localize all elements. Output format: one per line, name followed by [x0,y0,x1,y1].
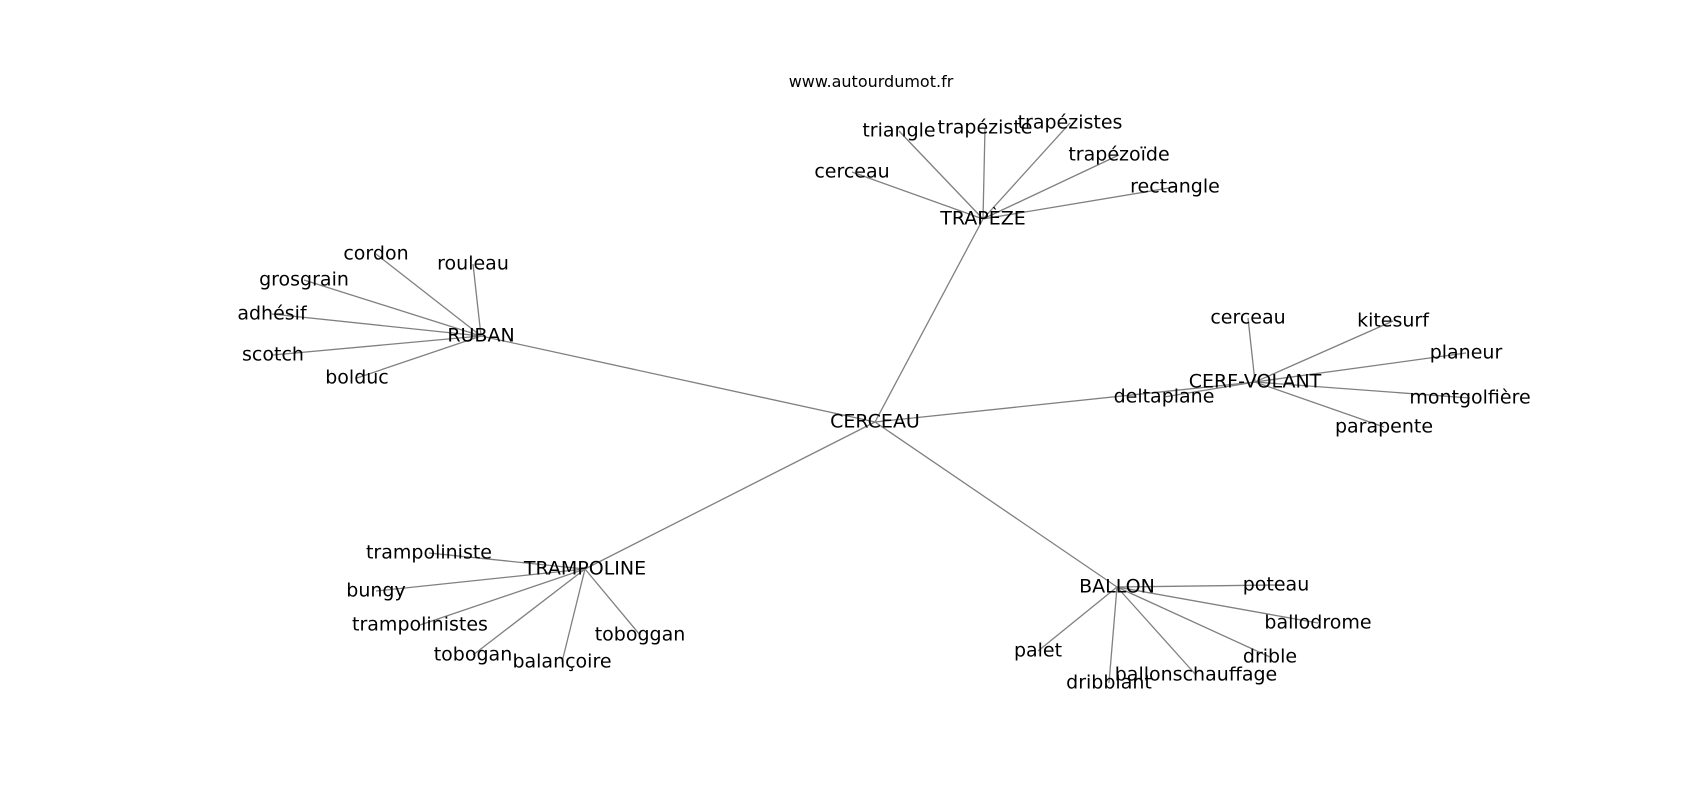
edge-hub-word [1254,320,1394,383]
edge-hub-word [303,279,482,337]
word-node-label: cerceau [814,161,889,183]
edge-hub-word [982,186,1176,220]
word-node-label: palet [1014,640,1062,662]
edge-center-hub [874,381,1256,423]
hub-node-label: CERF-VOLANT [1189,371,1322,393]
word-node-label: scotch [242,344,304,366]
word-node-label: trampoliniste [366,542,492,564]
edge-hub-word [271,313,482,337]
word-node-label: trapéziste [938,117,1033,139]
word-node-label: deltaplane [1114,386,1215,408]
edge-center-hub [874,218,984,423]
edge-hub-word [561,568,586,663]
word-node-label: kitesurf [1357,310,1430,332]
word-node-label: triangle [862,120,935,142]
word-node-label: montgolfière [1409,387,1530,409]
word-node-label: cordon [343,243,408,265]
edge-center-hub [480,335,876,423]
edge-hub-word [898,130,984,220]
word-node-label: bungy [346,580,405,602]
word-node-label: rouleau [437,253,509,275]
edge-hub-word [1163,381,1256,398]
word-node-label: poteau [1243,574,1310,596]
edge-hub-word [472,568,586,656]
hub-node-label: TRAPÈZE [939,207,1026,230]
source-url: www.autourdumot.fr [788,72,954,91]
edge-hub-word [1037,586,1118,652]
edge-hub-word [272,335,482,356]
word-node-label: bolduc [325,367,389,389]
edge-hub-word [472,263,482,337]
word-node-label: toboggan [595,624,686,646]
edge-hub-word [1254,352,1467,383]
hub-node-label: BALLON [1079,576,1155,598]
edge-hub-word [1254,381,1385,428]
edge-hub-word [375,253,482,337]
edge-hub-word [1116,586,1271,658]
edge-hub-word [1116,584,1277,588]
edge-center-hub [584,421,876,570]
word-node-label: grosgrain [259,269,349,291]
edge-hub-word [1108,586,1118,684]
word-node-label: adhésif [237,303,308,325]
word-node-label: trampolinistes [352,614,488,636]
word-node-label: balançoire [512,651,611,673]
word-node-label: trapézistes [1018,112,1123,134]
edge-hub-word [1116,586,1197,676]
word-node-label: tobogan [434,644,513,666]
center-node-label: CERCEAU [830,411,920,433]
hub-node-label: RUBAN [447,325,514,347]
edge-hub-word [375,568,586,592]
edge-hub-word [419,568,586,626]
word-node-label: planeur [1430,342,1503,364]
edge-hub-word [851,171,984,220]
word-node-label: trapézoïde [1068,144,1169,166]
edge-hub-word [356,335,482,379]
word-node-label: dribblant [1066,672,1152,694]
word-node-label: parapente [1335,416,1433,438]
edge-hub-word [982,154,1120,220]
word-node-label: rectangle [1130,176,1220,198]
edge-hub-word [428,552,586,570]
word-node-label: cerceau [1210,307,1285,329]
word-node-label: ballonschauffage [1115,664,1277,686]
edge-hub-word [584,568,641,636]
hub-node-label: TRAMPOLINE [523,558,646,580]
edge-hub-word [1116,586,1319,624]
edge-hub-word [1247,317,1256,383]
edge-hub-word [982,127,986,220]
edge-hub-word [1254,381,1471,399]
word-node-label: drible [1243,646,1297,668]
edge-hub-word [982,122,1071,220]
word-node-label: ballodrome [1264,612,1371,634]
edge-center-hub [874,421,1118,588]
